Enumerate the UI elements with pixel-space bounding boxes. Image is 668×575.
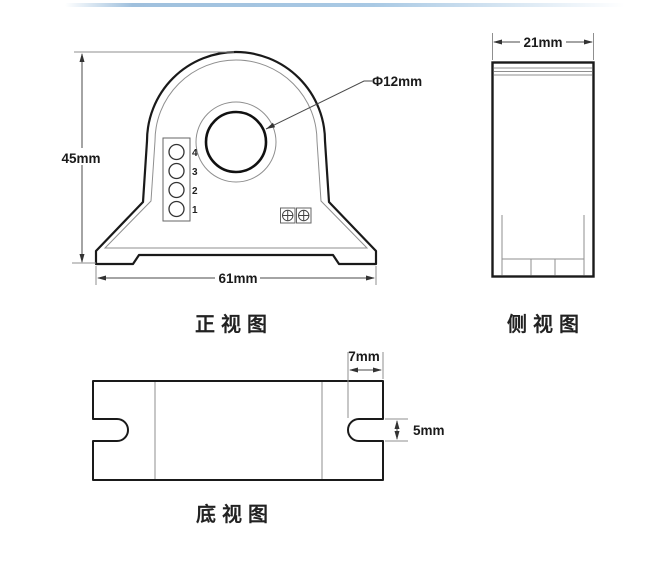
slot-height-label: 5mm xyxy=(413,423,445,438)
side-body-outline xyxy=(491,61,595,278)
slot-depth-dimension: 7mm xyxy=(347,349,384,418)
width-label: 61mm xyxy=(218,271,257,286)
pin-label-1: 1 xyxy=(192,205,198,216)
width-dimension: 61mm xyxy=(95,266,377,286)
terminal-block: 4 3 2 1 xyxy=(162,137,198,222)
slot-height-dimension: 5mm xyxy=(385,418,445,442)
side-feet-lines xyxy=(501,215,585,276)
terminal-hole-1 xyxy=(168,200,185,218)
terminal-hole-2 xyxy=(168,181,185,199)
bottom-view: 7mm 5mm 底视图 xyxy=(92,349,445,526)
height-dimension: 45mm xyxy=(59,51,234,264)
front-view-title: 正视图 xyxy=(195,312,273,336)
side-width-dimension: 21mm xyxy=(492,33,594,60)
top-divider-band xyxy=(65,3,625,7)
slot-depth-label: 7mm xyxy=(348,349,380,364)
side-view: 21mm 侧视图 xyxy=(491,33,595,336)
hole-diameter-dimension: Φ12mm xyxy=(265,74,422,130)
bottom-body-outline xyxy=(92,380,384,481)
screw-head-icon-left xyxy=(280,207,296,224)
pin-label-2: 2 xyxy=(192,186,198,197)
pin-label-3: 3 xyxy=(192,167,198,178)
hole-diameter-label: Φ12mm xyxy=(372,74,422,89)
leader-arrowhead xyxy=(266,122,276,129)
front-view: 4 3 2 1 Φ12mm xyxy=(59,50,422,336)
side-top-ribs xyxy=(494,67,592,76)
pin-label-4: 4 xyxy=(192,148,198,159)
through-hole-circle xyxy=(204,110,268,174)
screw-head-icon-right xyxy=(296,207,312,224)
bottom-view-title: 底视图 xyxy=(196,502,274,526)
terminal-hole-4 xyxy=(168,143,185,161)
side-view-title: 侧视图 xyxy=(507,312,585,336)
front-body-inner-outline xyxy=(103,59,369,249)
height-label: 45mm xyxy=(61,151,100,166)
terminal-hole-3 xyxy=(168,162,185,180)
side-width-label: 21mm xyxy=(523,35,562,50)
bottom-section-lines xyxy=(154,382,323,479)
hole-boss-circle xyxy=(195,101,277,183)
